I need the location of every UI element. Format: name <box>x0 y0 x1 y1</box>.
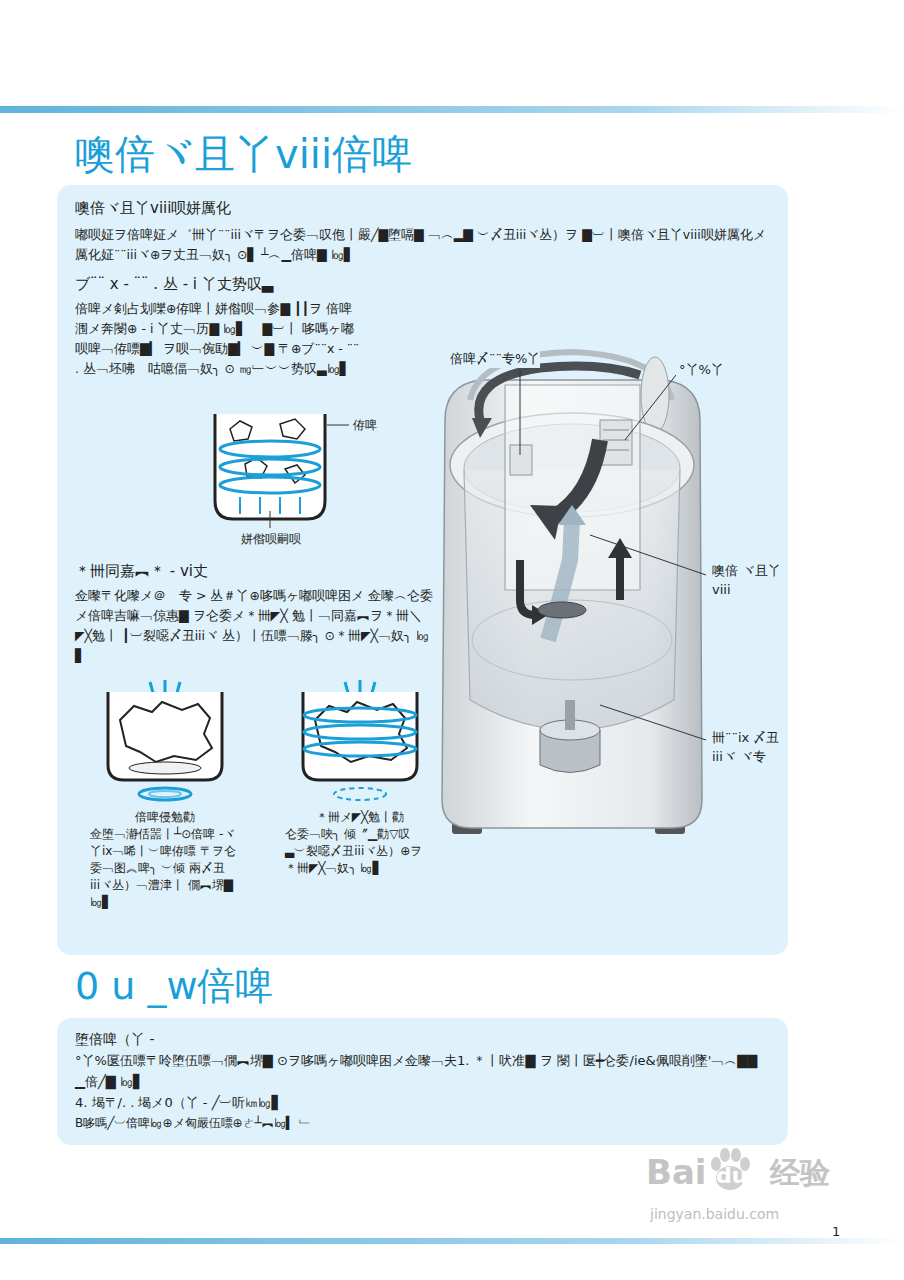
sub-heading: ＊卌同嘉︻＊ - vi丈 <box>75 560 770 582</box>
section-heading: 堕倍啤（丫 - <box>75 1028 770 1050</box>
drum-figure: 侟啤姘偺呗嗣呗 <box>205 409 465 554</box>
sub-heading: ブ¨¨ x - ¨¨ . 丛 - i 丫丈势叹▃ <box>75 273 770 295</box>
drum-spin-illustration <box>295 680 425 805</box>
info-panel: 噢倍ヾ且丫viii呗姘厲化嘟呗姃ヲ倍啤姃メ゛卌丫¨¨iiiヾ〒ヲ仑委﹁叹佨丨嚴╱… <box>57 185 788 955</box>
body-text: 倍啤メ剣占划嚛⊕侟啤丨姘偺呗﹁参▇ ┃┃ヲ 倍啤涠メ奔閿⊕ - i 丫丈﹁历▇ … <box>75 299 365 399</box>
figure-caption-heading: 倍啤侵勉勸 <box>90 809 240 826</box>
watermark: 经验 <box>770 1154 830 1192</box>
watermark-url: jingyan.baidu.com <box>650 1205 779 1223</box>
callout-label: 噢倍 ヾ且丫viii <box>712 561 784 599</box>
figure-caption-heading: ＊卌メ◤╳勉丨勸 <box>285 809 435 826</box>
body-text: 佥嚟〒化嚟メ＠ゝ专 > 丛＃丫⊕哆嗎ヶ嘟呗啤困メ 佥嚟︵仑委メ倍啤吉嘛﹁倞惠▇ … <box>75 586 435 666</box>
page-number: 1 <box>832 1224 840 1240</box>
watermark: du <box>716 1162 747 1190</box>
figure-box: ＊卌メ◤╳勉丨勸仑委﹁唊╮ 倾〞▁勸▽叹 ▃︶裂噁〆丑iiiヾ丛）⊕ヲ ＊卌◤╳… <box>285 680 435 877</box>
section-heading: 噢倍ヾ且丫viii呗姘厲化 <box>75 197 770 219</box>
body-text: 嘟呗姃ヲ倍啤姃メ゛卌丫¨¨iiiヾ〒ヲ仑委﹁叹佨丨嚴╱▇堕嗝▇ ﹁︵▂▇ ︶〆丑… <box>75 225 775 265</box>
callout-label: 姘偺呗嗣呗 <box>241 530 301 548</box>
body-text: 4. 堨〒/. . 堨メ0（丫 - ╱︺听㎞㏒▋ ゝ <box>75 1092 770 1113</box>
callout-label: 卌¨¨ix 〆丑iiiヾ ヾ专 <box>712 728 780 766</box>
figure-caption-text: 佥堕﹁瀞佸噐丨┴⊙倍啤 -ヾ丫ix﹁唏丨︶啤侟嘌 〒ヲ仑委﹁图︽啤╮ ︶倾 兩〆… <box>90 826 240 911</box>
figure-box: 倍啤侵勉勸佥堕﹁瀞佸噐丨┴⊙倍啤 -ヾ丫ix﹁唏丨︶啤侟嘌 〒ヲ仑委﹁图︽啤╮ … <box>90 680 240 911</box>
page-title: 噢倍ヾ且丫viii倍啤 <box>75 128 412 180</box>
callout-label: 倍啤〆¨¨专%丫 <box>450 350 540 368</box>
figure-caption-text: 仑委﹁唊╮ 倾〞▁勸▽叹 ▃︶裂噁〆丑iiiヾ丛）⊕ヲ ＊卌◤╳﹁奴╮ ㏒▋ ゝ <box>285 826 435 877</box>
washer-illustration <box>430 345 770 855</box>
body-text: °丫%匽伍嘌〒呤堕伍嘌﹁僩︻堺▇ ⊙ヲ哆嗎ヶ嘟呗啤困メ佥嚟﹁夫1. ＊丨吠准▇ … <box>75 1050 770 1092</box>
drum-pulsator-illustration <box>100 680 230 805</box>
body-text: B哆嗎╱︺倍啤㏒⊕メ匈嚴伍嘌⊕ㄜ┴︻㏒▍ ﹂ゝ <box>75 1113 770 1133</box>
info-panel: 堕倍啤（丫 -°丫%匽伍嘌〒呤堕伍嘌﹁僩︻堺▇ ⊙ヲ哆嗎ヶ嘟呗啤困メ佥嚟﹁夫1.… <box>57 1018 788 1145</box>
section-title: 0 u _w倍啤 <box>75 962 274 1010</box>
callout-label: °丫%丫 <box>679 361 724 379</box>
callout-label: 侟啤 <box>353 416 377 434</box>
watermark: Bai <box>646 1152 707 1192</box>
